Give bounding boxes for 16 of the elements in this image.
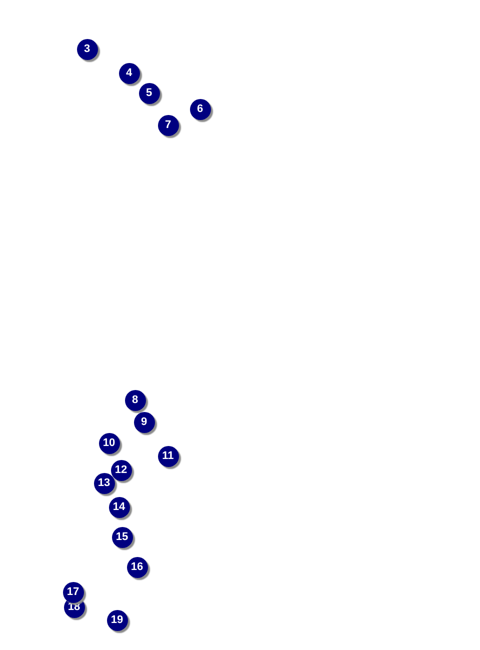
callout-number: 14: [108, 496, 130, 518]
callout-number: 19: [106, 610, 128, 630]
callout-number: 13: [94, 472, 114, 494]
callout-number: 10: [98, 432, 120, 454]
callout-number: 9: [134, 412, 154, 432]
callout-number: 12: [110, 460, 132, 480]
callout-number: 7: [158, 114, 178, 136]
callout-number: 15: [112, 526, 132, 548]
callout-number: 16: [126, 556, 148, 578]
callout-number: 17: [62, 582, 84, 602]
callout-number: 5: [138, 82, 160, 104]
callout-number: 8: [124, 390, 146, 410]
callout-number: 4: [118, 62, 140, 84]
callout-number: 6: [190, 98, 210, 120]
callout-number: 3: [76, 38, 98, 60]
callout-number: 11: [158, 446, 178, 466]
